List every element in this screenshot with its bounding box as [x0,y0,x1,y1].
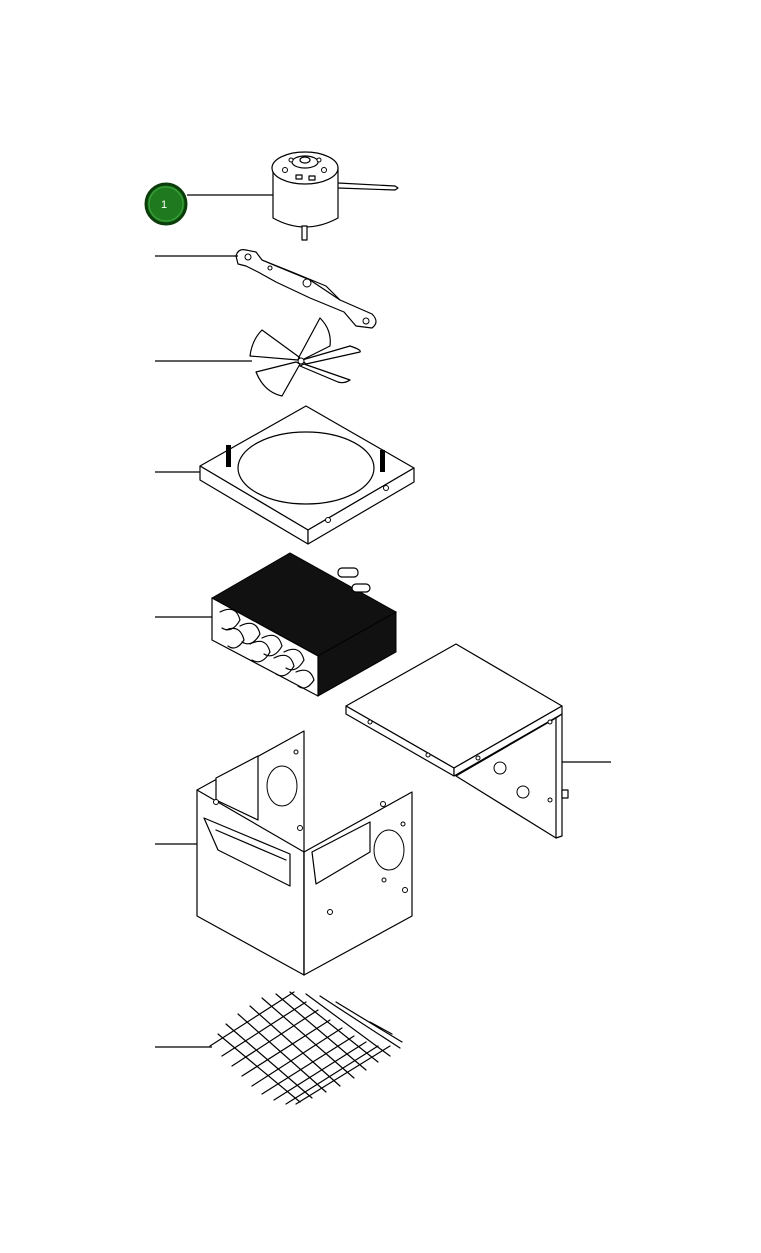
top-cover-panel-part[interactable] [345,643,569,839]
callout-badge-1[interactable]: 1 [144,182,188,226]
evaporator-coil-part[interactable] [210,552,398,697]
leader-lines [155,194,611,1048]
motor-part[interactable] [271,151,399,241]
wire-grille-part[interactable] [209,991,403,1105]
mounting-bracket-part[interactable] [235,249,377,329]
callout-label-1: 1 [161,199,167,211]
fan-shroud-plate-part[interactable] [199,405,415,545]
housing-box-part[interactable] [196,730,413,976]
fan-blade-part[interactable] [249,317,361,397]
